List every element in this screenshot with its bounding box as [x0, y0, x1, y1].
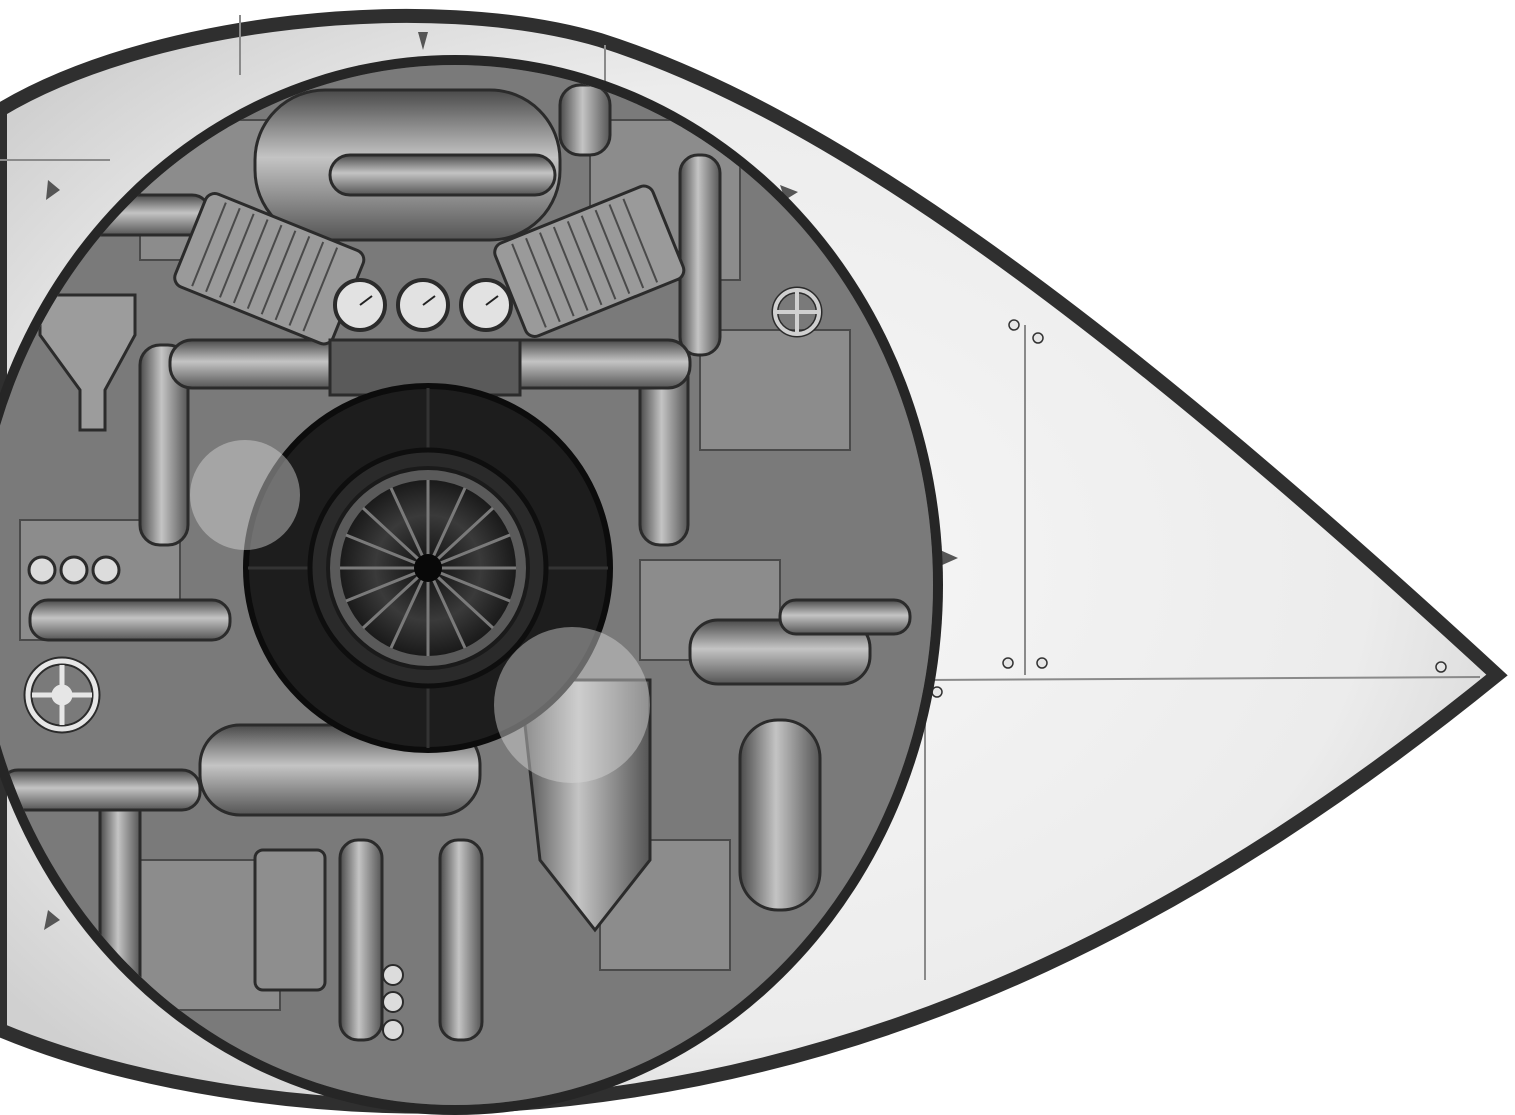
lens-glare: [494, 627, 650, 783]
machinery: [0, 65, 933, 1105]
gauge-icon: [333, 278, 513, 332]
turbine-fan-icon: [340, 480, 516, 656]
valve-wheel-icon: [23, 656, 101, 734]
rivet-icon: [931, 319, 1447, 698]
sclera-panel-lines: [0, 15, 1481, 980]
valve-wheel-icon: [771, 286, 823, 338]
radiator-left: [173, 192, 366, 346]
radiator-right: [493, 184, 686, 338]
gauge-icon: [27, 555, 404, 1041]
lens-glare: [190, 440, 300, 550]
bottom-vessel: [518, 678, 652, 933]
funnel: [38, 293, 137, 432]
